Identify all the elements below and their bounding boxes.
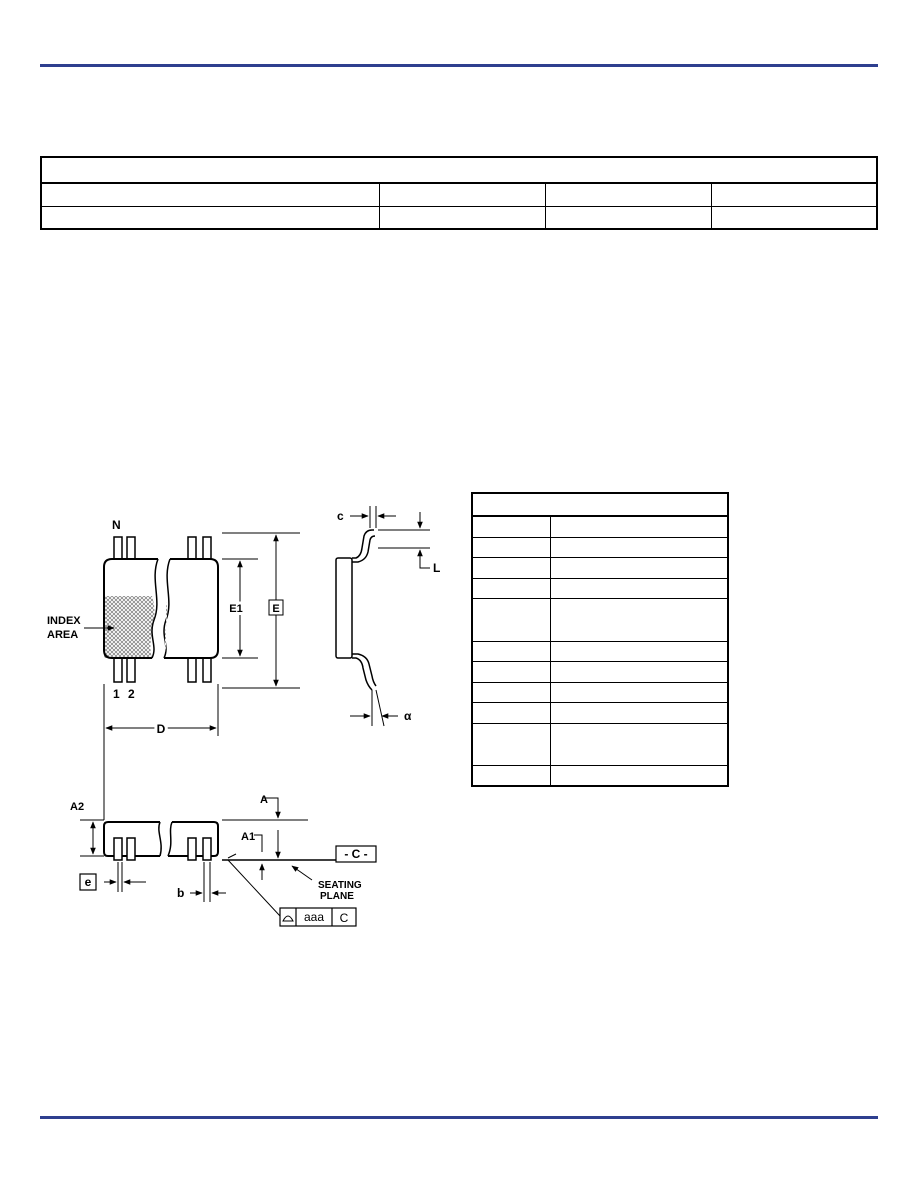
tolerance-aaa-label: aaa bbox=[304, 910, 324, 924]
lead bbox=[202, 536, 212, 560]
header-rule bbox=[40, 64, 878, 67]
table-row bbox=[471, 557, 729, 579]
seating-plane-label-line2: PLANE bbox=[320, 891, 354, 902]
table-cell bbox=[549, 764, 729, 787]
c-label: c bbox=[337, 509, 344, 523]
lead bbox=[187, 536, 197, 560]
coplanarity-icon bbox=[282, 915, 294, 922]
pin-n-label: N bbox=[112, 518, 121, 532]
top-view-labels: N 1 2 INDEX AREA E1 E D bbox=[47, 518, 284, 739]
index-area-label-line1: INDEX bbox=[47, 615, 81, 627]
table-cell bbox=[549, 515, 729, 538]
ordering-table bbox=[40, 156, 878, 230]
datum-c-label: - C - bbox=[344, 847, 367, 861]
table-cell bbox=[471, 598, 551, 642]
a-label: A bbox=[260, 794, 268, 806]
table-cell bbox=[549, 722, 729, 766]
pitch-e-box bbox=[79, 873, 97, 891]
index-area-hatch bbox=[104, 596, 155, 658]
table-row bbox=[471, 722, 729, 766]
a1-label: A1 bbox=[241, 831, 255, 843]
top-view bbox=[103, 536, 219, 683]
l-label: L bbox=[433, 561, 440, 575]
seating-plane-label-line1: SEATING bbox=[318, 880, 362, 891]
ordering-table-title-row bbox=[40, 156, 878, 184]
pin-1-label: 1 bbox=[113, 687, 120, 701]
e-label: E bbox=[272, 603, 279, 615]
table-cell bbox=[549, 598, 729, 642]
end-view bbox=[103, 821, 219, 861]
alpha-label: α bbox=[404, 709, 412, 723]
pin-2-label: 2 bbox=[128, 687, 135, 701]
table-row bbox=[471, 598, 729, 642]
side-view bbox=[335, 529, 385, 727]
table-cell bbox=[40, 182, 380, 207]
ordering-table-row bbox=[40, 206, 878, 230]
side-view-labels: c L α bbox=[337, 509, 440, 723]
a2-label: A2 bbox=[70, 801, 84, 813]
table-row bbox=[471, 702, 729, 724]
table-cell bbox=[710, 182, 878, 207]
d-label: D bbox=[157, 722, 166, 736]
lead bbox=[187, 657, 197, 683]
lead bbox=[126, 657, 136, 683]
end-view-labels: A2 A A1 - C - SEATING PLANE e b bbox=[70, 794, 377, 902]
table-row bbox=[471, 536, 729, 559]
footer-rule bbox=[40, 1116, 878, 1119]
lead bbox=[202, 657, 212, 683]
table-cell bbox=[471, 492, 729, 517]
table-cell bbox=[471, 722, 551, 766]
table-cell bbox=[710, 206, 878, 230]
top-view-dimensions bbox=[84, 532, 300, 820]
lead bbox=[113, 536, 123, 560]
tolerance-frame: aaa C bbox=[279, 907, 357, 927]
table-row bbox=[471, 764, 729, 787]
index-area-label-line2: AREA bbox=[47, 629, 78, 641]
ordering-table-title-cell bbox=[40, 156, 878, 184]
table-cell bbox=[544, 182, 712, 207]
e-label-box bbox=[268, 599, 284, 616]
datum-c-box bbox=[335, 845, 377, 863]
dimension-table-title-row bbox=[471, 492, 729, 517]
side-view-dimensions bbox=[350, 506, 430, 719]
dimension-table bbox=[471, 492, 729, 787]
ordering-table-header-row bbox=[40, 182, 878, 207]
lead bbox=[113, 657, 123, 683]
pitch-e-label: e bbox=[85, 875, 92, 889]
tolerance-c-label: C bbox=[340, 911, 349, 925]
table-row bbox=[471, 515, 729, 538]
e1-label: E1 bbox=[229, 603, 242, 615]
b-label: b bbox=[177, 886, 184, 900]
lead bbox=[126, 536, 136, 560]
